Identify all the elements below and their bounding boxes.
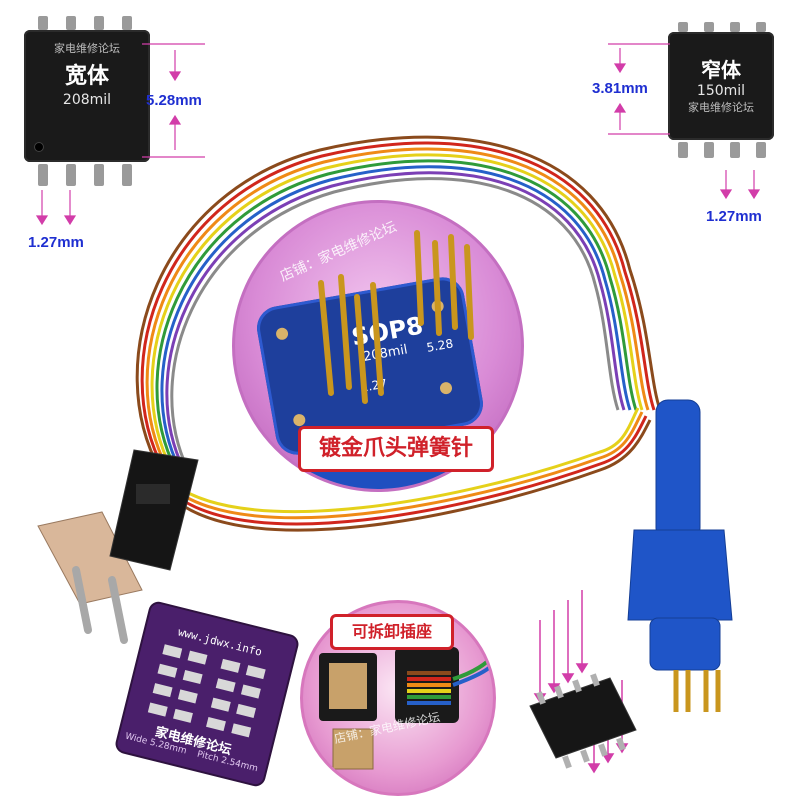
left-chip-dimension-lines — [35, 43, 205, 226]
chip-pin — [678, 22, 688, 32]
detachable-socket-banner: 可拆卸插座 — [330, 614, 454, 650]
chip-pin — [756, 142, 766, 158]
chip-pin — [94, 164, 104, 186]
right-narrow-chip: 窄体 150mil 家电维修论坛 — [668, 22, 774, 160]
blue-probe-handle — [627, 399, 733, 712]
chip-pin — [678, 142, 688, 158]
chip-pin — [122, 164, 132, 186]
chip-pin — [704, 22, 714, 32]
chip-subtitle: 208mil — [62, 92, 112, 108]
chip-pin — [704, 142, 714, 158]
chip-title: 宽体 — [64, 64, 109, 89]
chip-pin — [38, 164, 48, 186]
chip-watermark: 家电维修论坛 — [688, 101, 754, 114]
sop8-chip-with-arrows — [529, 590, 637, 774]
chip-pin — [756, 22, 766, 32]
idc-socket-illustration — [319, 647, 493, 770]
chip-pin — [66, 16, 76, 30]
chip-body: 窄体 150mil 家电维修论坛 — [668, 32, 774, 140]
adapter-board: www.jdwx.info 家电维修论坛 Wide 5.28mm Pitch 2… — [115, 602, 299, 786]
left-chip-height-dim: 5.28mm — [146, 92, 202, 109]
chip-body: 家电维修论坛 宽体 208mil — [24, 30, 150, 162]
chip-pin — [94, 16, 104, 30]
pogo-pin-banner: 镀金爪头弹簧针 — [298, 426, 494, 472]
pin1-dot — [34, 142, 44, 152]
test-clip-connector — [37, 449, 199, 644]
right-chip-dimension-lines — [608, 43, 761, 200]
chip-pin — [730, 142, 740, 158]
chip-subtitle: 150mil — [696, 83, 746, 99]
chip-pin — [38, 16, 48, 30]
left-wide-chip: 家电维修论坛 宽体 208mil — [24, 16, 150, 186]
chip-watermark: 家电维修论坛 — [54, 42, 120, 55]
gold-pogo-pins — [318, 230, 474, 404]
chip-title: 窄体 — [701, 58, 741, 82]
chip-pin — [66, 164, 76, 186]
chip-pin — [730, 22, 740, 32]
right-chip-pitch-dim: 1.27mm — [706, 208, 762, 225]
right-chip-height-dim: 3.81mm — [592, 80, 648, 97]
left-chip-pitch-dim: 1.27mm — [28, 234, 84, 251]
chip-pin — [122, 16, 132, 30]
adapter-pin-grid — [147, 644, 266, 738]
